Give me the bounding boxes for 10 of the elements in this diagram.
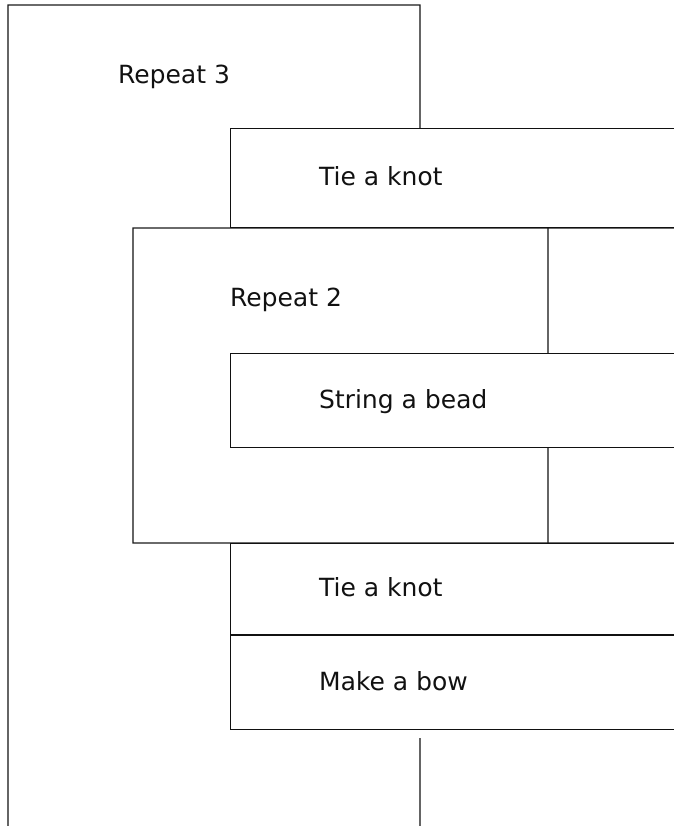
step-box bbox=[230, 635, 674, 730]
step-text: String a bead bbox=[319, 384, 488, 414]
step-box bbox=[230, 543, 674, 635]
step-box bbox=[230, 353, 674, 448]
step-text: Tie a knot bbox=[319, 573, 442, 603]
loop-label: Repeat 3 bbox=[118, 60, 230, 90]
step-box bbox=[230, 128, 674, 228]
step-text: Tie a knot bbox=[319, 162, 442, 192]
step-text: Make a bow bbox=[319, 666, 468, 696]
loop-label: Repeat 2 bbox=[230, 283, 342, 313]
